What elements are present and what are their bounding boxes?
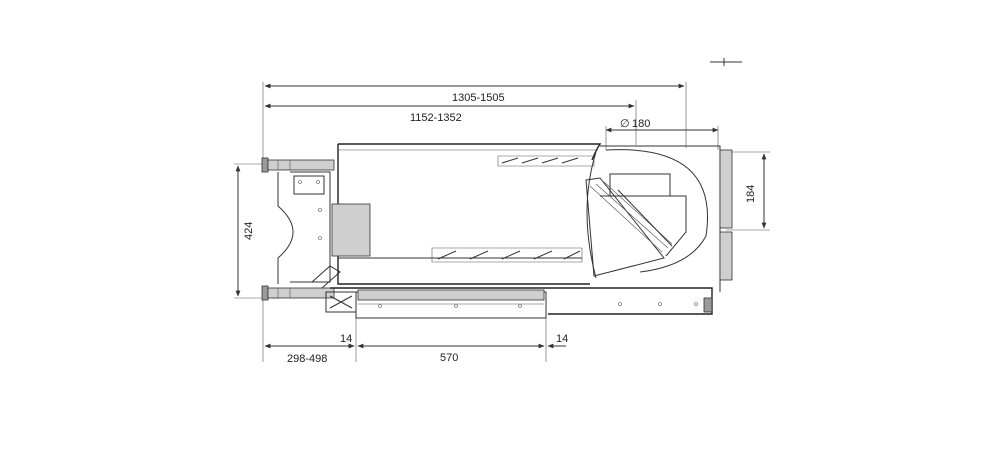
firebox-body — [331, 143, 602, 285]
flue-diameter-label: 180 — [632, 118, 650, 130]
window-width-label: 570 — [440, 352, 458, 364]
dimension-flue-height: 184 — [726, 151, 770, 231]
dimension-body-length: 1152-1352 — [264, 100, 637, 145]
left-bracket — [261, 157, 341, 301]
height-label: 424 — [243, 222, 255, 240]
flue-assembly — [585, 145, 733, 292]
body-length-label: 1152-1352 — [410, 112, 462, 124]
left-clearance-label: 14 — [340, 333, 352, 345]
overall-length-label: 1305-1505 — [452, 92, 505, 104]
dimension-overall-length: 1305-1505 — [262, 82, 687, 165]
offset-label: 298-498 — [287, 353, 327, 365]
right-clearance-label: 14 — [556, 333, 568, 345]
corner-mark — [710, 58, 742, 66]
lower-frame — [325, 287, 713, 319]
dimension-flue-diameter: ∅ 180 — [605, 118, 719, 150]
diameter-symbol: ∅ — [620, 118, 630, 130]
dimension-bottom-row: 298-498 14 570 14 — [262, 300, 568, 365]
dimension-height: 424 — [234, 163, 280, 299]
flue-height-label: 184 — [745, 185, 757, 203]
